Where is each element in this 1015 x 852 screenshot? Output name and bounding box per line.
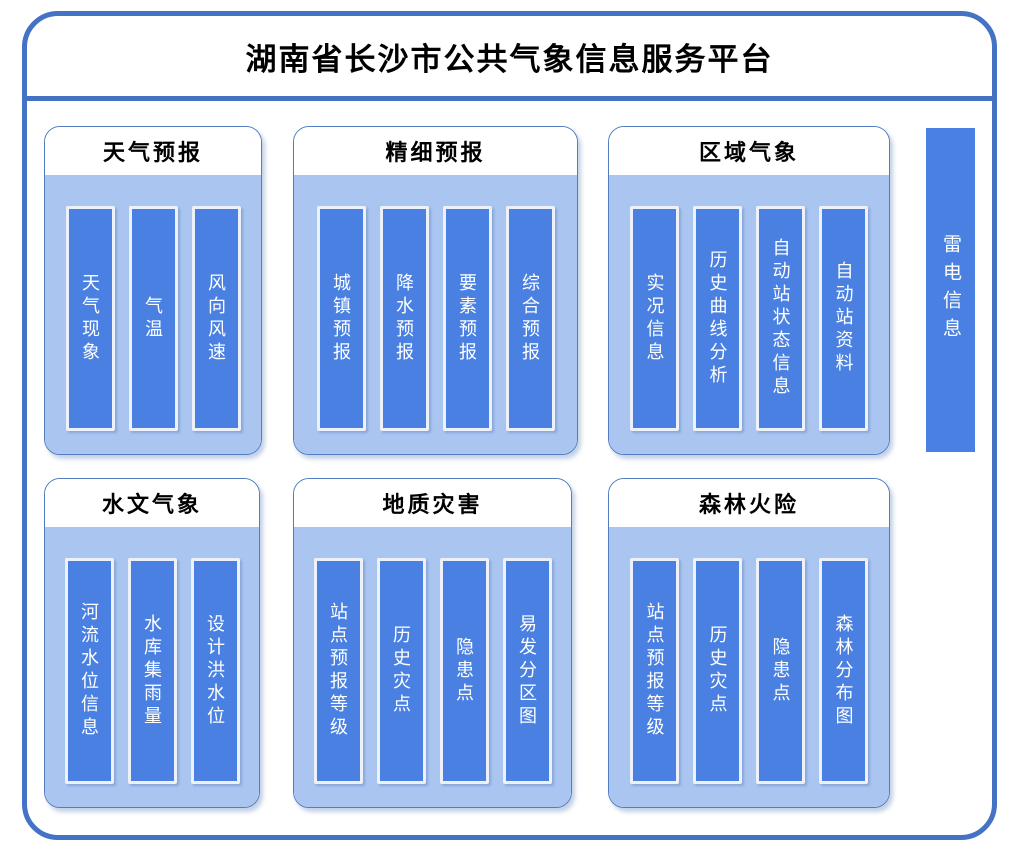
bar-label: 综合预报 — [520, 272, 540, 365]
bar-station-forecast-level: 站点预报等级 — [313, 558, 363, 784]
bar-label: 隐患点 — [770, 636, 791, 706]
bar-design-flood-level: 设计洪水位 — [190, 558, 240, 784]
bar-label: 河流水位信息 — [79, 602, 99, 740]
bar-prone-zone-map: 易发分区图 — [502, 558, 552, 784]
bar-label: 风向风速 — [206, 272, 226, 365]
bar-label: 降水预报 — [394, 272, 414, 365]
bar-station-forecast-level: 站点预报等级 — [630, 558, 679, 784]
bar-temperature: 气温 — [128, 206, 178, 431]
bar-element-forecast: 要素预报 — [442, 206, 492, 431]
bar-precipitation-forecast: 降水预报 — [379, 206, 429, 431]
bar-forest-distribution-map: 森林分布图 — [819, 558, 868, 784]
panel-title-hydrological-weather: 水文气象 — [45, 479, 259, 527]
page-title: 湖南省长沙市公共气象信息服务平台 — [245, 41, 774, 77]
bar-label: 历史灾点 — [707, 625, 728, 717]
panel-body: 城镇预报 降水预报 要素预报 综合预报 — [294, 175, 577, 454]
bar-label: 要素预报 — [457, 272, 477, 365]
bar-hidden-danger-points: 隐患点 — [439, 558, 489, 784]
panel-title-regional-weather: 区域气象 — [609, 127, 889, 175]
panel-body: 天气现象 气温 风向风速 — [45, 175, 261, 454]
panel-body: 河流水位信息 水库集雨量 设计洪水位 — [45, 527, 259, 807]
panel-title-forest-fire-risk: 森林火险 — [609, 479, 889, 527]
panel-title-weather-forecast: 天气预报 — [45, 127, 261, 175]
panel-fine-forecast: 精细预报 城镇预报 降水预报 要素预报 综合预报 — [293, 126, 578, 455]
bar-label: 森林分布图 — [833, 613, 854, 729]
bar-label: 设计洪水位 — [205, 613, 225, 729]
bar-label: 隐患点 — [454, 636, 474, 706]
panel-regional-weather: 区域气象 实况信息 历史曲线分析 自动站状态信息 自动站资料 — [608, 126, 890, 455]
bar-town-forecast: 城镇预报 — [316, 206, 366, 431]
bar-label: 历史灾点 — [391, 625, 411, 717]
panel-forest-fire-risk: 森林火险 站点预报等级 历史灾点 隐患点 森林分布图 — [608, 478, 890, 808]
bar-label: 自动站状态信息 — [770, 238, 791, 399]
bar-historical-disaster-points: 历史灾点 — [693, 558, 742, 784]
panel-title-geological-hazard: 地质灾害 — [294, 479, 571, 527]
bar-label: 易发分区图 — [517, 613, 537, 729]
bar-live-info: 实况信息 — [630, 206, 679, 431]
panel-body: 站点预报等级 历史灾点 隐患点 森林分布图 — [609, 527, 889, 807]
panel-title-fine-forecast: 精细预报 — [294, 127, 577, 175]
bar-label: 天气现象 — [80, 272, 100, 365]
bar-river-water-level-info: 河流水位信息 — [64, 558, 114, 784]
panel-hydrological-weather: 水文气象 河流水位信息 水库集雨量 设计洪水位 — [44, 478, 260, 808]
bar-label: 自动站资料 — [833, 261, 854, 376]
bar-hidden-danger-points: 隐患点 — [756, 558, 805, 784]
panel-weather-forecast: 天气预报 天气现象 气温 风向风速 — [44, 126, 262, 455]
bar-label: 气温 — [143, 295, 163, 342]
bar-label: 水库集雨量 — [142, 613, 162, 729]
bar-comprehensive-forecast: 综合预报 — [505, 206, 555, 431]
panel-body: 站点预报等级 历史灾点 隐患点 易发分区图 — [294, 527, 571, 807]
bar-label: 站点预报等级 — [328, 602, 348, 740]
bar-reservoir-rainfall: 水库集雨量 — [127, 558, 177, 784]
bar-label: 站点预报等级 — [644, 602, 665, 740]
bar-label: 雷电信息 — [940, 234, 961, 346]
bar-historical-disaster-points: 历史灾点 — [376, 558, 426, 784]
bar-history-curve-analysis: 历史曲线分析 — [693, 206, 742, 431]
panel-geological-hazard: 地质灾害 站点预报等级 历史灾点 隐患点 易发分区图 — [293, 478, 572, 808]
bar-label: 历史曲线分析 — [707, 249, 728, 388]
bar-label: 城镇预报 — [331, 272, 351, 365]
bar-auto-station-data: 自动站资料 — [819, 206, 868, 431]
title-band: 湖南省长沙市公共气象信息服务平台 — [27, 16, 992, 101]
panel-body: 实况信息 历史曲线分析 自动站状态信息 自动站资料 — [609, 175, 889, 454]
bar-label: 实况信息 — [644, 272, 665, 365]
bar-weather-phenomena: 天气现象 — [65, 206, 115, 431]
bar-lightning-info: 雷电信息 — [926, 128, 975, 452]
bar-wind-direction-speed: 风向风速 — [191, 206, 241, 431]
bar-auto-station-status: 自动站状态信息 — [756, 206, 805, 431]
